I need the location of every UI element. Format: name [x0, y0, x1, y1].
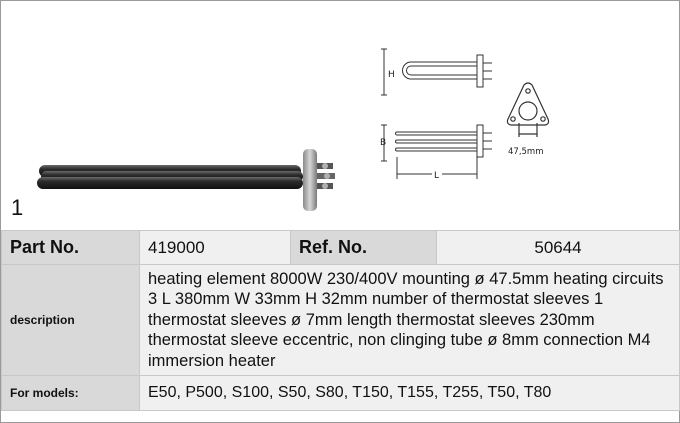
ref-no-label: Ref. No.: [290, 230, 437, 265]
description-value: heating element 8000W 230/400V mounting …: [139, 264, 680, 376]
part-no-label: Part No.: [1, 230, 140, 265]
item-number: 1: [11, 195, 24, 220]
product-image-area: H 47,5mm: [1, 1, 679, 229]
dimension-h-label: H: [388, 70, 395, 80]
drawing-flange-view: 47,5mm: [506, 82, 550, 157]
models-label: For models:: [1, 375, 140, 411]
table-row: description heating element 8000W 230/40…: [1, 264, 680, 376]
table-row: Part No. 419000 Ref. No. 50644: [1, 230, 680, 265]
drawing-side-view-h: H: [381, 48, 492, 96]
flange-dimension-label: 47,5mm: [508, 147, 544, 157]
dimension-b-label: B: [380, 138, 386, 148]
drawing-side-view-bl: B L: [380, 124, 492, 181]
heating-element-photo: [37, 149, 335, 211]
part-no-value: 419000: [139, 230, 291, 265]
table-row: For models: E50, P500, S100, S50, S80, T…: [1, 375, 680, 411]
models-value: E50, P500, S100, S50, S80, T150, T155, T…: [139, 375, 680, 411]
dimension-l-label: L: [434, 171, 439, 181]
description-label: description: [1, 264, 140, 376]
ref-no-value: 50644: [436, 230, 680, 265]
spec-table: Part No. 419000 Ref. No. 50644 descripti…: [1, 230, 680, 411]
